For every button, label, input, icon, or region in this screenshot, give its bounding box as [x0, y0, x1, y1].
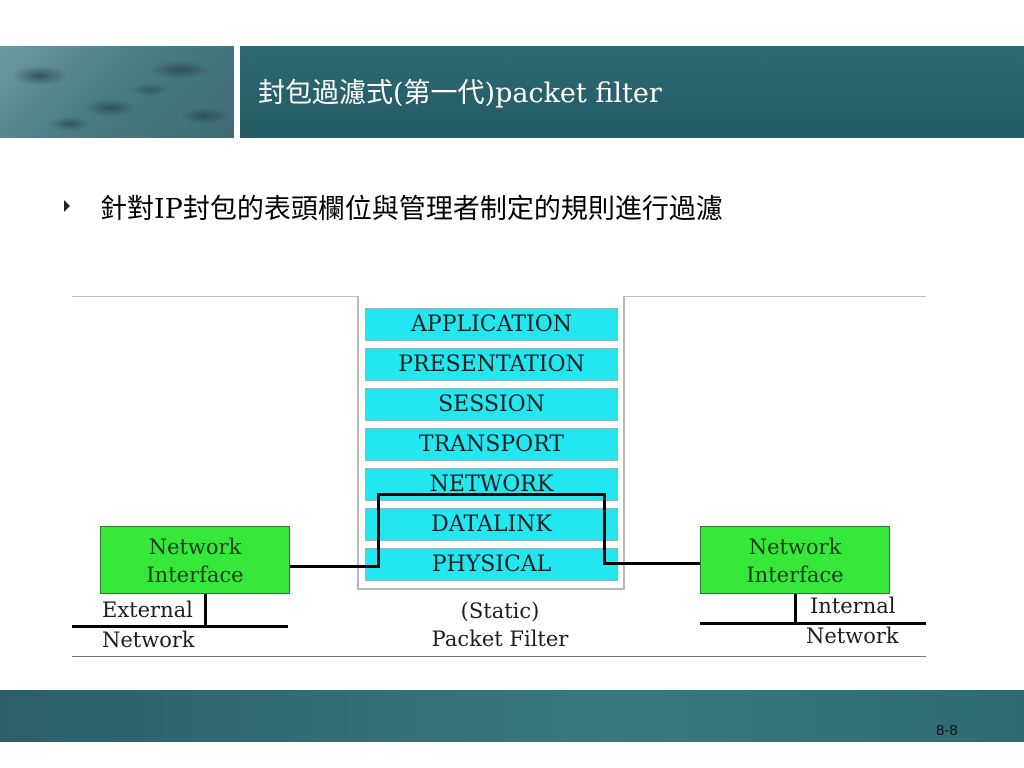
bullet-text: 針對IP封包的表頭欄位與管理者制定的規則進行過濾 [100, 193, 723, 225]
diagram-top-rule [72, 296, 926, 297]
packet-filter-caption: (Static) Packet Filter [400, 597, 600, 653]
wire-left-horizontal [290, 565, 380, 568]
internal-label: Internal [810, 594, 896, 618]
external-network-label: Network [102, 628, 195, 652]
footer-bar [0, 690, 1024, 742]
osi-stack-frame [357, 296, 625, 590]
layer-application: APPLICATION [365, 308, 618, 341]
header-photo-fish [0, 46, 234, 138]
page-number: 8-8 [936, 722, 958, 739]
diagram-bottom-rule [72, 656, 926, 657]
left-interface-line2: Interface [146, 563, 244, 587]
bullet-item: 針對IP封包的表頭欄位與管理者制定的規則進行過濾 [64, 186, 723, 226]
internal-network-label: Network [806, 624, 899, 648]
wire-top-horizontal [377, 493, 606, 496]
filter-caption-line1: (Static) [460, 599, 540, 623]
left-network-interface: Network Interface [100, 526, 290, 594]
right-interface-line2: Interface [746, 563, 844, 587]
layer-physical: PHYSICAL [365, 548, 618, 581]
external-label: External [102, 598, 193, 622]
slide-title: 封包過濾式(第一代)packet filter [258, 78, 662, 109]
external-drop-wire [204, 594, 207, 626]
left-interface-line1: Network [148, 535, 242, 559]
right-network-interface: Network Interface [700, 526, 890, 594]
external-network-line [72, 625, 288, 628]
triangle-bullet-icon [64, 200, 70, 212]
layer-presentation: PRESENTATION [365, 348, 618, 381]
layer-datalink: DATALINK [365, 508, 618, 541]
wire-right-horizontal [603, 562, 701, 565]
header-bar [240, 46, 1024, 138]
right-interface-line1: Network [748, 535, 842, 559]
filter-caption-line2: Packet Filter [431, 627, 569, 651]
layer-transport: TRANSPORT [365, 428, 618, 461]
wire-right-vertical [603, 493, 606, 565]
internal-network-line [700, 622, 926, 625]
layer-session: SESSION [365, 388, 618, 421]
internal-drop-wire [794, 594, 797, 624]
wire-left-vertical [377, 493, 380, 568]
layer-network: NETWORK [365, 468, 618, 501]
